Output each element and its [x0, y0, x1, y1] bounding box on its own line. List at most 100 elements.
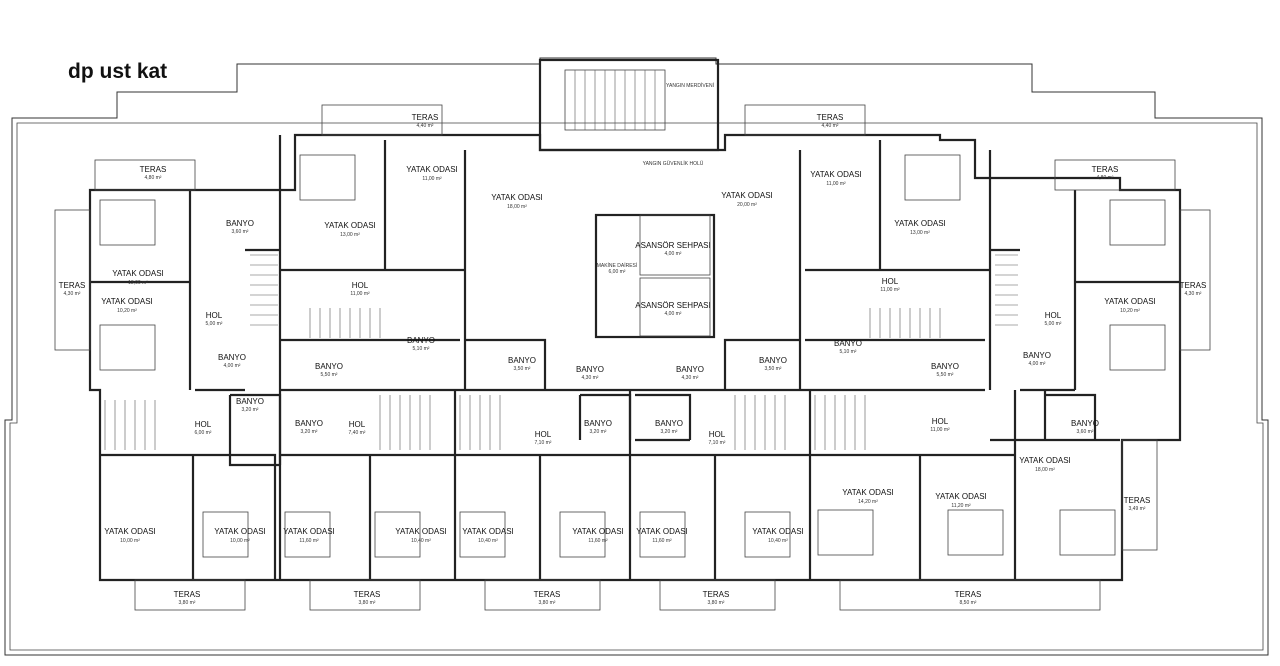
svg-text:3,60 m²: 3,60 m²: [232, 229, 249, 235]
room-yangin-merdiveni: YANGIN MERDİVENİ: [666, 82, 714, 89]
room-yatak-odasi: YATAK ODASI 11,60 m²: [283, 527, 335, 544]
svg-text:BANYO: BANYO: [576, 365, 604, 374]
roof-outline: [4, 57, 1269, 656]
svg-text:11,60 m²: 11,60 m²: [588, 538, 608, 544]
beds: [99, 154, 1166, 558]
svg-text:11,60 m²: 11,60 m²: [299, 538, 319, 544]
svg-text:11,00 m²: 11,00 m²: [350, 291, 370, 297]
svg-text:7,10 m²: 7,10 m²: [709, 440, 726, 446]
svg-text:BANYO: BANYO: [655, 419, 683, 428]
svg-text:BANYO: BANYO: [1023, 351, 1051, 360]
svg-text:11,60 m²: 11,60 m²: [652, 538, 672, 544]
svg-text:4,30 m²: 4,30 m²: [1185, 291, 1202, 297]
svg-text:YATAK ODASI: YATAK ODASI: [101, 297, 153, 306]
svg-text:YATAK ODASI: YATAK ODASI: [1104, 297, 1156, 306]
svg-text:3,80 m²: 3,80 m²: [708, 600, 725, 606]
svg-text:BANYO: BANYO: [676, 365, 704, 374]
building-walls: [88, 58, 1182, 582]
svg-text:BANYO: BANYO: [295, 419, 323, 428]
svg-text:3,20 m²: 3,20 m²: [590, 429, 607, 435]
svg-text:3,50 m²: 3,50 m²: [514, 366, 531, 372]
svg-text:10,20 m²: 10,20 m²: [117, 308, 137, 314]
room-yangin-guvenlik-holu: YANGIN GÜVENLİK HOLÜ: [643, 160, 704, 167]
svg-text:YATAK ODASI: YATAK ODASI: [395, 527, 447, 536]
svg-text:4,30 m²: 4,30 m²: [682, 375, 699, 381]
svg-text:HOL: HOL: [195, 420, 212, 429]
svg-text:10,00 m²: 10,00 m²: [120, 538, 140, 544]
svg-text:HOL: HOL: [535, 430, 552, 439]
svg-text:4,30 m²: 4,30 m²: [64, 291, 81, 297]
svg-text:YATAK ODASI: YATAK ODASI: [283, 527, 335, 536]
svg-text:BANYO: BANYO: [759, 356, 787, 365]
svg-text:TERAS: TERAS: [534, 590, 561, 599]
terraces: [54, 104, 1211, 611]
svg-text:YATAK ODASI: YATAK ODASI: [324, 221, 376, 230]
svg-text:3,80 m²: 3,80 m²: [179, 600, 196, 606]
svg-text:11,00 m²: 11,00 m²: [880, 287, 900, 293]
svg-text:6,00 m²: 6,00 m²: [195, 430, 212, 436]
svg-text:YATAK ODASI: YATAK ODASI: [214, 527, 266, 536]
svg-text:TERAS: TERAS: [817, 113, 844, 122]
svg-text:BANYO: BANYO: [407, 336, 435, 345]
svg-text:BANYO: BANYO: [508, 356, 536, 365]
svg-text:4,40 m²: 4,40 m²: [417, 123, 434, 129]
svg-text:YATAK ODASI: YATAK ODASI: [104, 527, 156, 536]
svg-text:BANYO: BANYO: [834, 339, 862, 348]
svg-text:YATAK ODASI: YATAK ODASI: [810, 170, 862, 179]
svg-text:BANYO: BANYO: [584, 419, 612, 428]
svg-text:BANYO: BANYO: [226, 219, 254, 228]
svg-text:18,00 m²: 18,00 m²: [1035, 467, 1055, 473]
svg-text:HOL: HOL: [932, 417, 949, 426]
svg-text:11,00 m²: 11,00 m²: [422, 176, 442, 182]
svg-text:YATAK ODASI: YATAK ODASI: [894, 219, 946, 228]
svg-text:TERAS: TERAS: [59, 281, 86, 290]
svg-text:TERAS: TERAS: [174, 590, 201, 599]
svg-text:4,80 m²: 4,80 m²: [1097, 175, 1114, 181]
svg-text:14,20 m²: 14,20 m²: [858, 499, 878, 505]
stair-core: [564, 69, 666, 131]
svg-text:BANYO: BANYO: [1071, 419, 1099, 428]
svg-text:3,20 m²: 3,20 m²: [301, 429, 318, 435]
room-yatak-odasi: YATAK ODASI 10,00 m²: [104, 527, 156, 544]
svg-text:13,00 m²: 13,00 m²: [340, 232, 360, 238]
svg-text:5,00 m²: 5,00 m²: [206, 321, 223, 327]
svg-text:BANYO: BANYO: [236, 397, 264, 406]
svg-text:4,30 m²: 4,30 m²: [582, 375, 599, 381]
stair-left-1: [250, 254, 381, 338]
svg-text:TERAS: TERAS: [140, 165, 167, 174]
svg-text:6,00 m²: 6,00 m²: [609, 269, 626, 275]
svg-text:HOL: HOL: [206, 311, 223, 320]
